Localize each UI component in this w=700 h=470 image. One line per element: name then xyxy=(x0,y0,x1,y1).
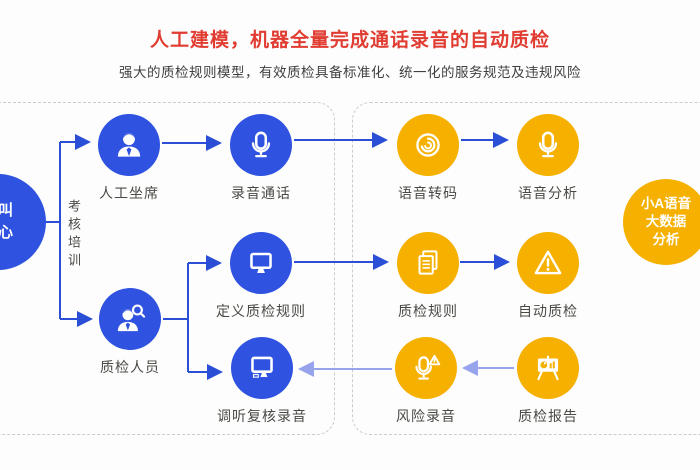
agent-label: 人工坐席 xyxy=(99,185,159,201)
agent-circle xyxy=(98,114,160,176)
call-center-label: 呼叫 中心 xyxy=(0,202,13,241)
call-center-bracket-line xyxy=(44,142,61,319)
report-easel-icon xyxy=(537,355,559,381)
recording-label: 录音通话 xyxy=(231,185,291,201)
report-circle xyxy=(517,337,579,399)
qc-staff-bracket-line xyxy=(163,263,189,372)
transcode-swirl-icon xyxy=(416,133,440,157)
forward-arrows xyxy=(44,132,510,380)
analysis-circle xyxy=(517,114,579,176)
auto-qc-circle xyxy=(517,232,579,294)
rules-circle xyxy=(397,232,459,294)
auto-qc-label: 自动质检 xyxy=(518,303,578,319)
define-rules-label: 定义质检规则 xyxy=(216,303,306,319)
risk-label: 风险录音 xyxy=(396,408,456,424)
poster-title: 人工建模，机器全量完成通话录音的自动质检 xyxy=(149,30,550,51)
machine-section-box xyxy=(352,102,700,435)
define-rules-circle xyxy=(230,232,292,294)
transcode-circle xyxy=(397,114,459,176)
recording-circle xyxy=(230,114,292,176)
manual-section-box xyxy=(0,102,335,435)
transcode-label: 语音转码 xyxy=(398,185,458,201)
person-magnifier-icon xyxy=(117,304,146,332)
big-data-label: 小A语音 大数据 分析 xyxy=(640,195,692,248)
monitor-icon xyxy=(250,252,272,274)
qc-staff-label: 质检人员 xyxy=(100,359,160,375)
documents-icon xyxy=(418,250,438,275)
poster-header: 人工建模，机器全量完成通话录音的自动质检 强大的质检规则模型，有效质检具备标准化… xyxy=(0,0,700,81)
microphone-outline-icon xyxy=(538,131,558,158)
poster-subtitle: 强大的质检规则模型，有效质检具备标准化、统一化的服务规范及违规风险 xyxy=(119,65,581,80)
report-label: 质检报告 xyxy=(518,408,578,424)
monitor-audio-icon xyxy=(251,356,273,379)
analysis-label: 语音分析 xyxy=(518,185,578,201)
risk-circle xyxy=(395,337,457,399)
backward-arrows xyxy=(298,360,514,377)
mic-warning-icon xyxy=(415,354,441,380)
agent-person-icon xyxy=(117,133,141,157)
qc-staff-circle xyxy=(99,288,161,350)
assessment-training-label: 考核培训 xyxy=(66,199,81,271)
node-big-data-analysis: 小A语音 大数据 分析 xyxy=(623,179,700,265)
review-circle xyxy=(231,337,293,399)
warning-triangle-icon xyxy=(534,250,562,275)
microphone-icon xyxy=(251,131,271,158)
review-label: 调听复核录音 xyxy=(217,408,307,424)
rules-label: 质检规则 xyxy=(398,303,458,319)
